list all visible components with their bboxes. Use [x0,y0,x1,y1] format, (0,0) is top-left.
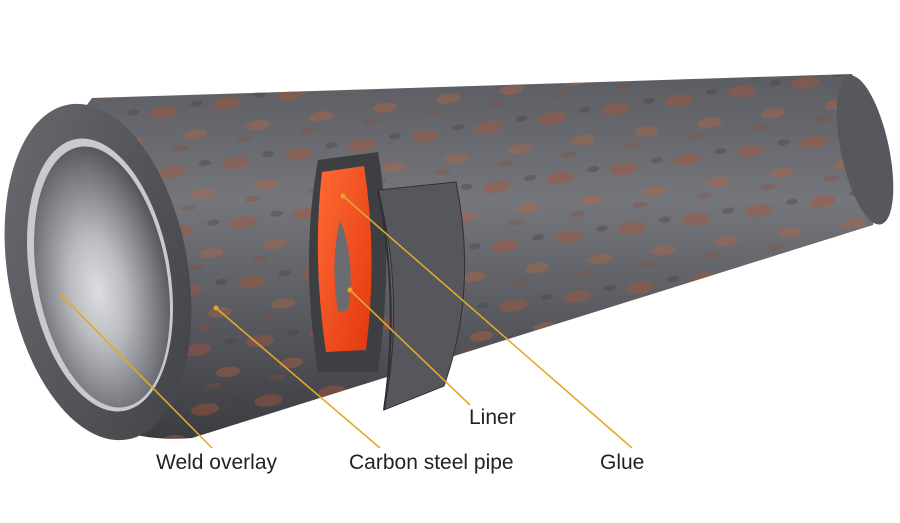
leader-weld-overlay [62,296,213,449]
label-weld-overlay: Weld overlay [156,451,277,474]
leader-carbon-steel-pipe [215,307,381,449]
liner-layer [334,220,351,312]
leader-glue [342,195,633,449]
leader-liner [349,289,471,406]
label-glue: Glue [600,451,644,474]
cutaway-window [309,152,466,411]
label-carbon-steel-pipe: Carbon steel pipe [349,451,514,474]
leader-lines [60,193,633,449]
pipe-bore [34,146,170,408]
label-liner: Liner [469,406,516,429]
pipe-open-end [4,103,192,441]
